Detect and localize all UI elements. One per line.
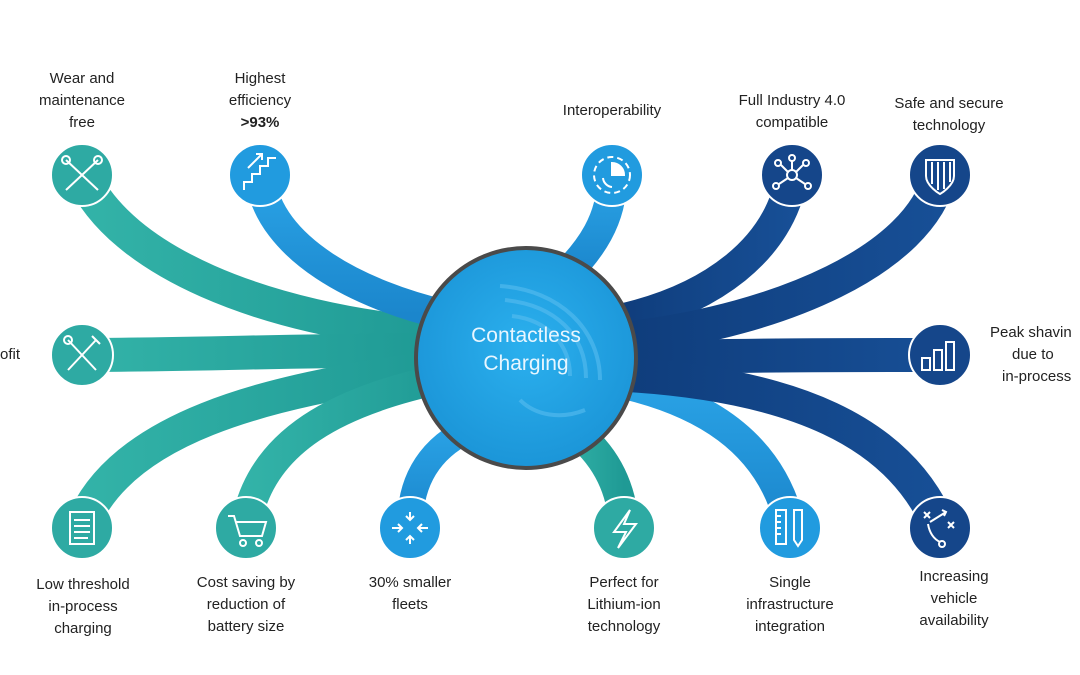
- center-hub: [414, 246, 638, 470]
- label-secure: Safe and secure technology: [894, 95, 1004, 134]
- node-peak: [908, 323, 972, 387]
- label-peak: Peak shavin due to in-process: [990, 324, 1072, 385]
- strategy-play-icon: [923, 509, 955, 548]
- node-wear: [50, 143, 114, 207]
- label-interop: Interoperability: [562, 102, 662, 119]
- notepad-icon: [69, 511, 95, 545]
- compress-arrows-icon: [392, 512, 428, 544]
- connector-threshold: [65, 351, 452, 542]
- connectors-navy: [604, 158, 957, 545]
- connectors-teal: [65, 158, 639, 542]
- label-availability: Increasing vehicle availability: [919, 568, 989, 629]
- node-interop: [580, 143, 644, 207]
- shield-icon: [925, 159, 955, 196]
- connector-peak: [615, 338, 957, 375]
- node-lithium: [592, 496, 656, 560]
- center-title-line1: Contactless: [471, 324, 581, 347]
- bar-levels-icon: [921, 341, 955, 371]
- node-retrofit: [50, 323, 114, 387]
- label-cost: Cost saving by reduction of battery size: [196, 574, 296, 635]
- wrench-screwdriver-icon: [63, 335, 101, 371]
- label-lithium: Perfect for Lithium-ion technology: [587, 574, 661, 635]
- connector-secure: [613, 158, 957, 355]
- ruler-pencil-icon: [775, 509, 803, 548]
- wireless-waves-icon: [499, 284, 602, 418]
- center-title-line2: Charging: [483, 352, 569, 375]
- label-industry: Full Industry 4.0 compatible: [738, 92, 846, 131]
- label-threshold: Low threshold in-process charging: [36, 576, 130, 637]
- node-cost: [214, 496, 278, 560]
- lightning-bolt-icon: [612, 509, 638, 549]
- connector-wear: [65, 158, 457, 352]
- label-wear: Wear and maintenance free: [39, 70, 125, 131]
- node-industry: [760, 143, 824, 207]
- efficiency-value: >93%: [240, 114, 280, 131]
- stairs-chart-icon: [243, 153, 276, 190]
- nodes: [50, 143, 972, 560]
- node-secure: [908, 143, 972, 207]
- connector-availability: [611, 358, 957, 545]
- label-efficiency: Highest efficiency >93%: [190, 68, 330, 134]
- pie-cycle-icon: [593, 156, 631, 194]
- node-threshold: [50, 496, 114, 560]
- connector-cost: [231, 363, 460, 540]
- node-fleets: [378, 496, 442, 560]
- node-efficiency: [228, 143, 292, 207]
- center-title: Contactless Charging: [420, 322, 632, 378]
- tools-crossed-icon: [61, 155, 103, 191]
- connector-retrofit: [65, 333, 447, 372]
- node-availability: [908, 496, 972, 560]
- label-retrofit: ofit: [0, 346, 21, 363]
- node-infra: [758, 496, 822, 560]
- label-fleets: 30% smaller fleets: [368, 574, 452, 613]
- shopping-cart-icon: [228, 515, 268, 547]
- network-nodes-icon: [772, 154, 812, 190]
- label-infra: Single infrastructure integration: [746, 574, 834, 635]
